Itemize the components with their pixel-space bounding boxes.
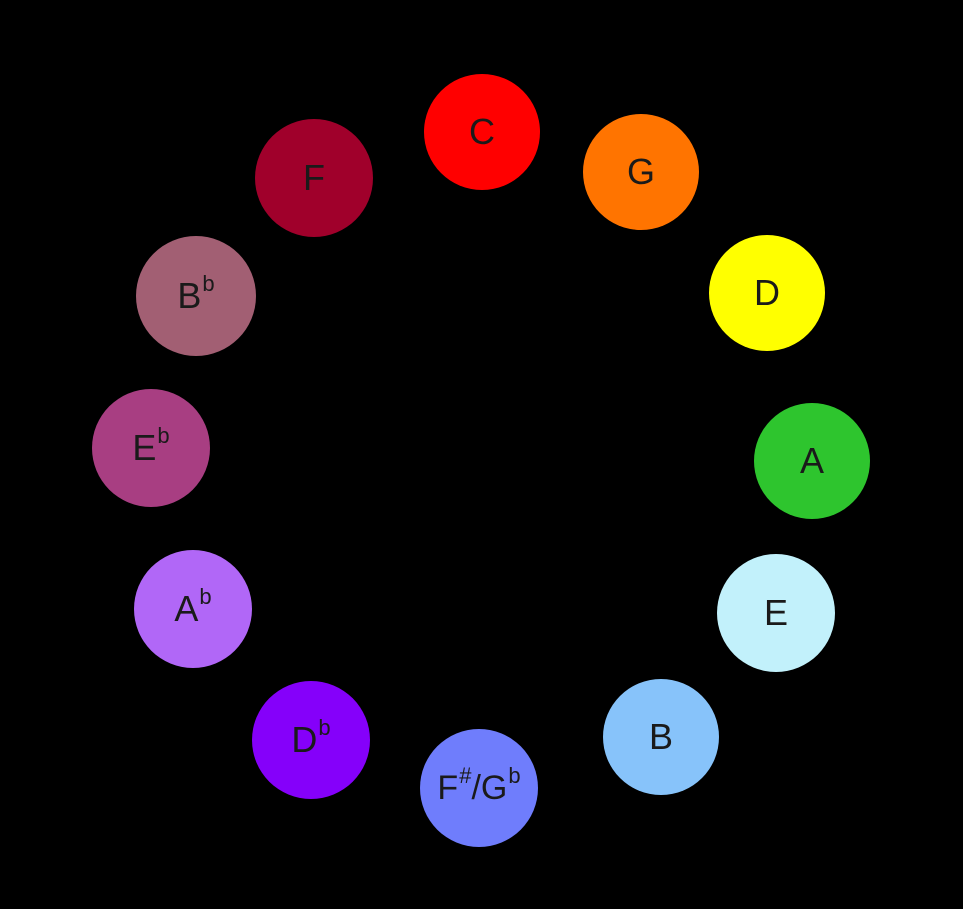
note-label: D <box>291 719 318 760</box>
note-label: F <box>437 769 459 807</box>
note-circle-f: F <box>255 119 373 237</box>
note-circle-b: B <box>603 679 719 795</box>
note-circle-c: C <box>424 74 540 190</box>
note-label: E <box>763 592 788 633</box>
note-label: C <box>469 111 495 152</box>
flat-sign: b <box>508 763 521 788</box>
note-label: A <box>174 588 199 629</box>
flat-sign: b <box>202 271 215 296</box>
note-label: A <box>799 440 824 481</box>
note-circle-a: A <box>754 403 870 519</box>
note-circle-d: D <box>709 235 825 351</box>
note-label: B <box>648 716 673 757</box>
enharmonic-label: /G <box>471 769 508 807</box>
sharp-sign: # <box>459 763 472 788</box>
flat-sign: b <box>199 584 212 609</box>
flat-sign: b <box>318 715 331 740</box>
note-label: B <box>177 275 202 316</box>
note-label: D <box>754 272 780 313</box>
note-label: E <box>132 427 157 468</box>
note-circle-g: G <box>583 114 699 230</box>
note-label: G <box>626 151 655 192</box>
note-circle-e: E <box>717 554 835 672</box>
note-label: F <box>303 157 325 198</box>
flat-sign: b <box>157 423 170 448</box>
